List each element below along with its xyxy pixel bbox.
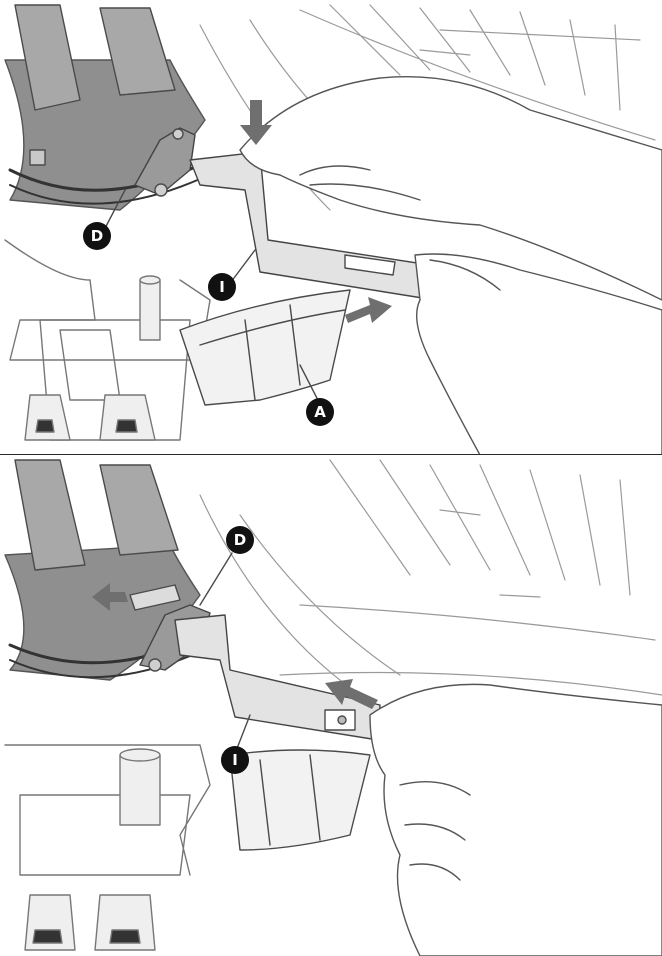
tool-handle <box>174 614 381 741</box>
base-frame <box>4 239 211 441</box>
svg-text:A: A <box>314 403 326 421</box>
arrow-up-left <box>325 679 378 709</box>
illustration-panel-bottom: D I <box>0 455 662 956</box>
svg-text:I: I <box>219 278 225 296</box>
svg-text:I: I <box>232 751 238 769</box>
base-ring <box>229 749 371 851</box>
panel-top-drawing: D I A <box>4 4 662 455</box>
illustration-panel-top: D I A <box>0 0 662 455</box>
callout-top-i: I <box>208 273 236 301</box>
arrow-left <box>92 583 128 611</box>
arrow-down <box>240 100 272 145</box>
panel-bottom-drawing: D I <box>4 459 662 956</box>
motor-housing <box>4 459 211 681</box>
callout-bottom-d: D <box>226 526 254 554</box>
callout-top-d: D <box>83 222 111 250</box>
base-frame <box>4 744 211 951</box>
motor-housing <box>4 4 216 211</box>
svg-text:D: D <box>91 227 103 245</box>
fan-blades <box>199 459 662 696</box>
svg-text:D: D <box>234 531 246 549</box>
hand-top <box>239 75 662 301</box>
arrow-right <box>345 297 392 323</box>
clip-collar <box>134 127 196 197</box>
hand <box>369 683 662 956</box>
callout-bottom-i: I <box>221 746 249 774</box>
hand-bottom <box>414 253 662 455</box>
base-ring <box>179 289 351 406</box>
callout-top-a: A <box>306 398 334 426</box>
